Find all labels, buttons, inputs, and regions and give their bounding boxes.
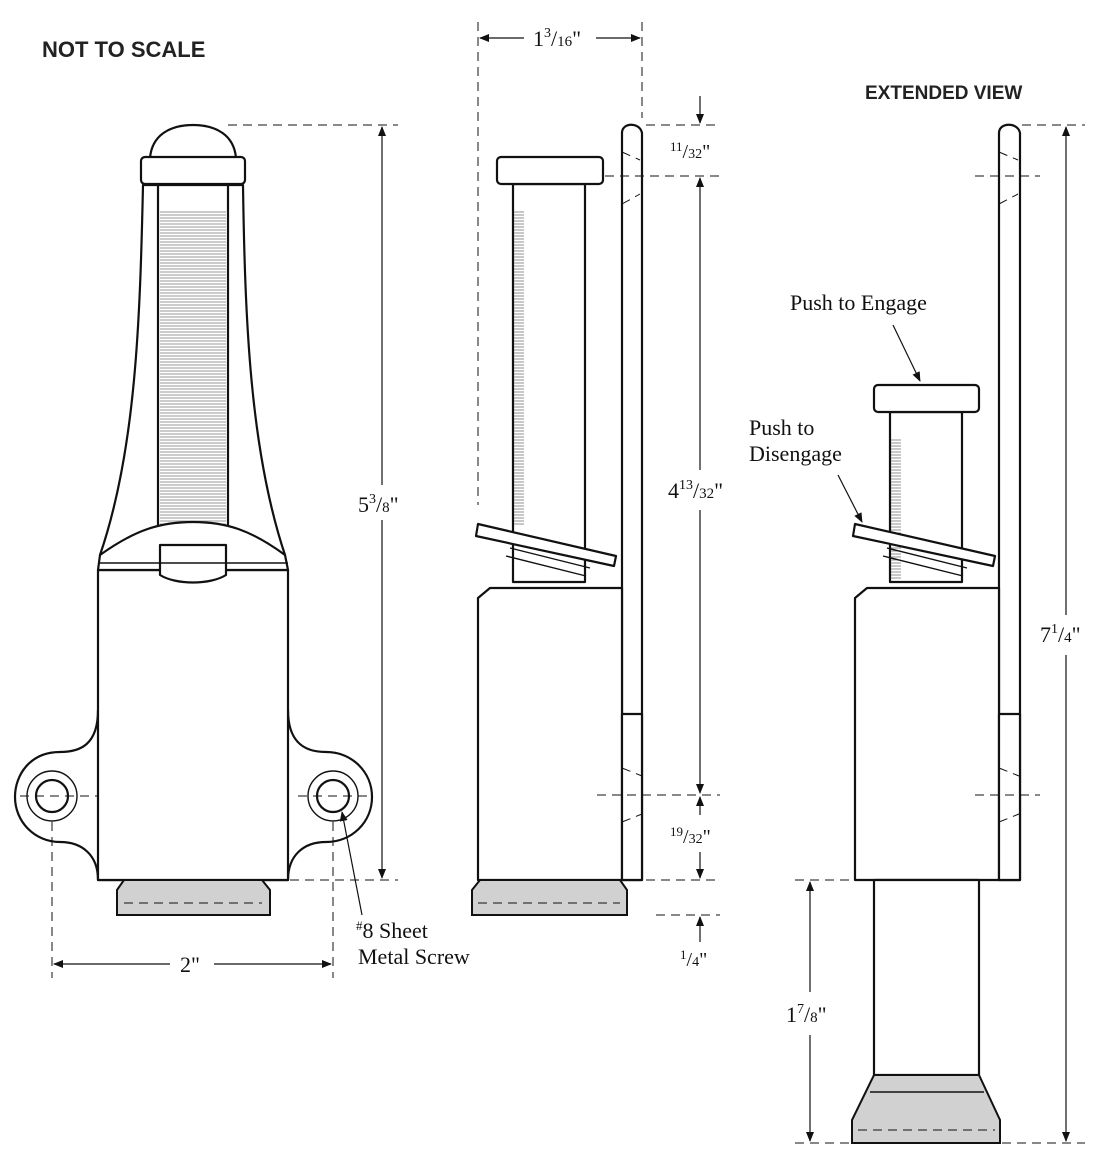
side-view: 13/16" 11/32" 413/32" 19/32" 1/4" (471, 22, 723, 971)
disengage-leader-line (837, 474, 863, 523)
push-to-engage-label: Push to Engage (790, 290, 927, 315)
front-cap-dome (148, 123, 238, 160)
side-back-plate (620, 123, 644, 882)
ext-leg-dimension: 17/8" (786, 1002, 827, 1027)
extended-view-heading: EXTENDED VIEW (865, 83, 1022, 104)
side-foot-dimension: 1/4" (680, 947, 707, 971)
front-width-dimension: 2" (180, 952, 200, 977)
ext-rubber-foot (851, 1074, 1001, 1144)
front-view: 53/8" 2" #8 Sheet Metal Screw (13, 123, 470, 978)
screw-leader-line (339, 811, 363, 916)
ext-screw-hidden-bottom (998, 813, 1020, 823)
front-height-dimension: 53/8" (358, 492, 399, 517)
side-stem-threads (514, 211, 524, 525)
side-top-dimension: 11/32" (670, 139, 710, 163)
side-low-dimension: 19/32" (670, 824, 711, 848)
ext-body (853, 586, 1001, 882)
screw-label-line1: #8 Sheet (356, 918, 428, 943)
front-threaded-stem (156, 183, 230, 532)
front-cap (139, 155, 247, 186)
side-screw-hidden-top (621, 767, 643, 777)
ext-mounting-block (997, 712, 1022, 882)
side-body (476, 586, 624, 882)
side-rubber-foot (471, 879, 628, 916)
screw-label-line2: Metal Screw (358, 944, 470, 969)
side-spring (505, 547, 591, 577)
side-depth-dimension: 13/16" (533, 26, 581, 51)
front-rubber-foot (116, 879, 271, 916)
ext-top-hidden-1 (998, 151, 1019, 161)
front-body (96, 568, 290, 882)
side-cap (495, 155, 605, 186)
side-top-hidden-2 (621, 193, 641, 205)
ext-cap (872, 383, 981, 414)
extended-view: Push to Engage Push to Disengage 71/4" 1… (749, 123, 1085, 1144)
ext-release-pedal (851, 522, 997, 568)
ext-total-dimension: 71/4" (1040, 622, 1081, 647)
side-release-pedal (474, 522, 618, 568)
ext-back-plate (997, 123, 1022, 882)
side-mid-dimension: 413/32" (668, 478, 723, 503)
side-top-hidden-1 (621, 151, 641, 161)
side-mounting-block (620, 712, 644, 882)
ext-stem-threads (891, 439, 901, 579)
push-to-disengage-label-line1: Push to (749, 415, 814, 440)
ext-screw-hidden-top (998, 767, 1020, 777)
side-stem (511, 182, 587, 584)
ext-extended-leg (872, 878, 981, 1077)
ext-spring (882, 547, 968, 577)
side-screw-hidden-bottom (621, 813, 643, 823)
ext-top-hidden-2 (998, 193, 1019, 205)
push-to-disengage-label-line2: Disengage (749, 441, 842, 466)
engage-leader-line (892, 324, 921, 382)
not-to-scale-heading: NOT TO SCALE (42, 37, 205, 62)
front-latch (158, 543, 228, 584)
